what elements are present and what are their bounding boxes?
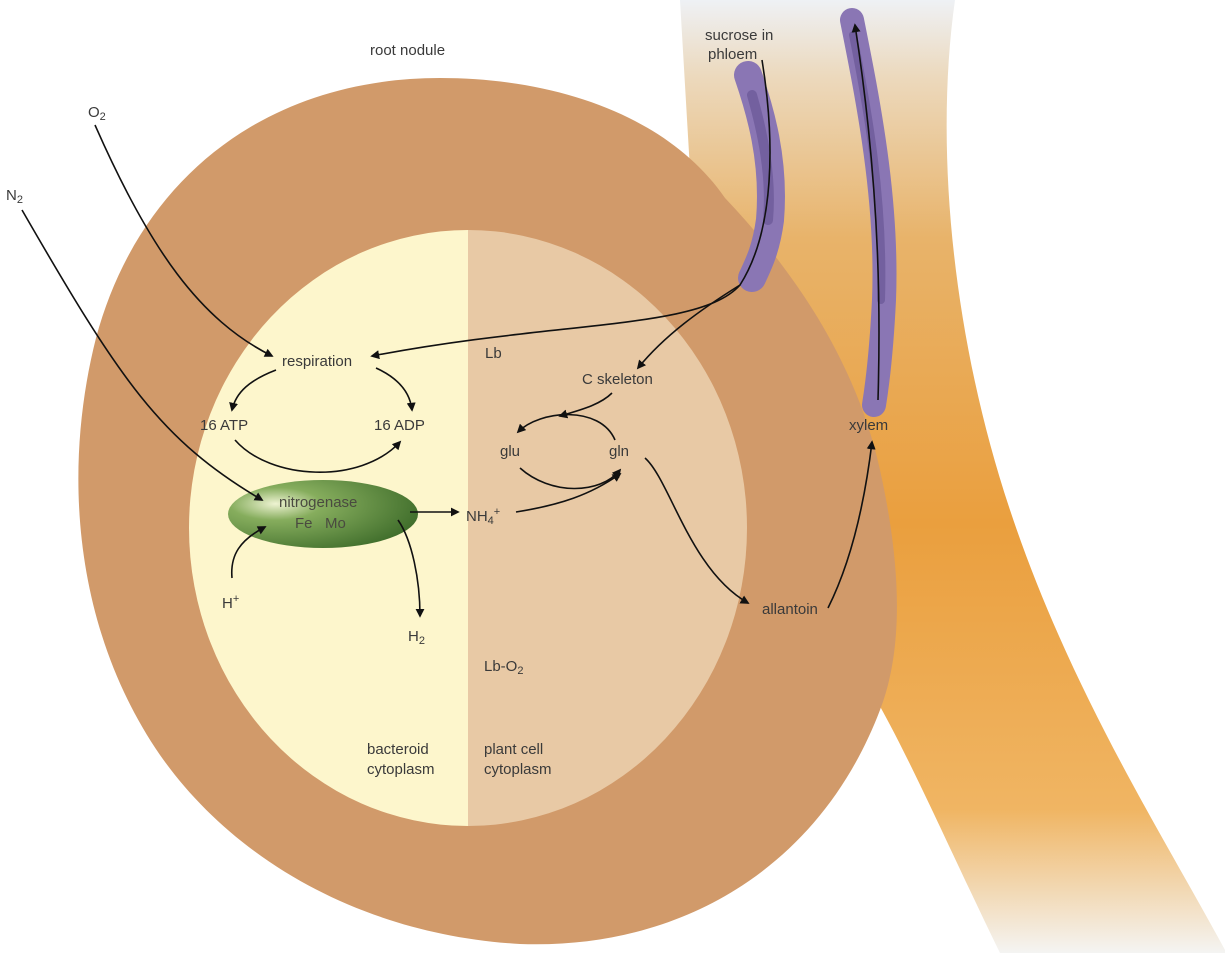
allantoin-label: allantoin bbox=[762, 601, 818, 619]
plant-cell-label-line1: plant cell bbox=[484, 741, 543, 759]
plant-cell-label-line2: cytoplasm bbox=[484, 761, 552, 779]
bacteroid-label-line1: bacteroid bbox=[367, 741, 429, 759]
o2-label: O2 bbox=[88, 104, 106, 126]
nitrogenase-label: nitrogenase bbox=[279, 494, 357, 512]
xylem-label: xylem bbox=[849, 417, 888, 435]
sucrose-label-line1: sucrose in bbox=[705, 27, 773, 45]
root-nodule-label: root nodule bbox=[370, 42, 445, 60]
nh4-label: NH4+ bbox=[466, 503, 500, 530]
nitrogenase-enzyme bbox=[228, 480, 418, 548]
glu-label: glu bbox=[500, 443, 520, 461]
lb-label: Lb bbox=[485, 345, 502, 363]
bacteroid-label-line2: cytoplasm bbox=[367, 761, 435, 779]
h-plus-label: H+ bbox=[222, 590, 239, 613]
c-skeleton-label: C skeleton bbox=[582, 371, 653, 389]
n2-label: N2 bbox=[6, 187, 23, 209]
respiration-label: respiration bbox=[282, 353, 352, 371]
gln-label: gln bbox=[609, 443, 629, 461]
lb-o2-label: Lb-O2 bbox=[484, 658, 523, 680]
atp-label: 16 ATP bbox=[200, 417, 248, 435]
sucrose-label-line2: phloem bbox=[708, 46, 757, 64]
fe-mo-label: Fe Mo bbox=[295, 515, 346, 533]
adp-label: 16 ADP bbox=[374, 417, 425, 435]
h2-label: H2 bbox=[408, 628, 425, 650]
